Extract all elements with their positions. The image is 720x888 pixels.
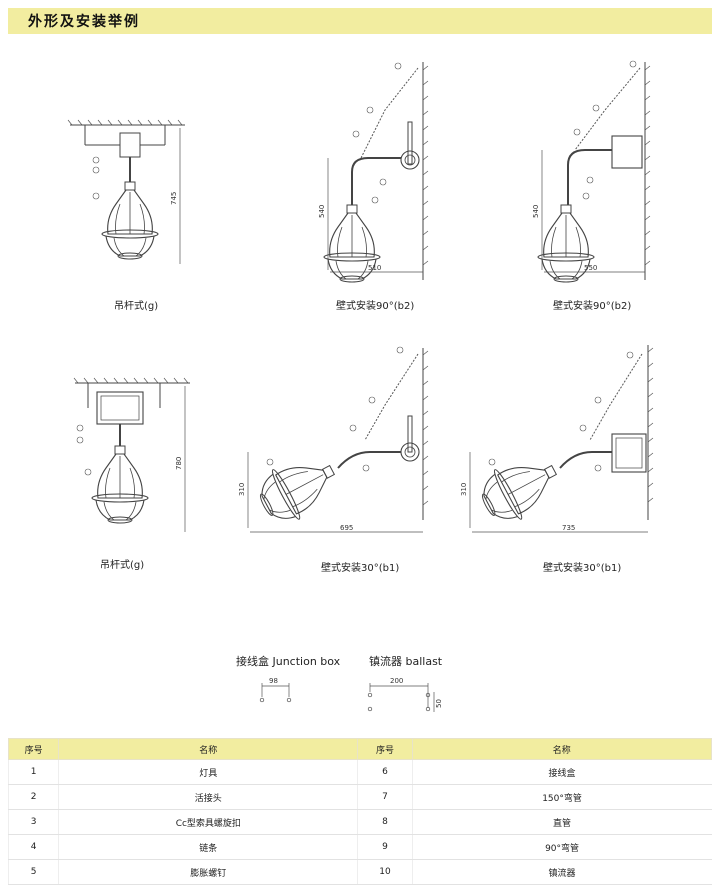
figure-wall-90-b2-1: 540 510 (318, 62, 429, 283)
caption-pendant-g-2: 吊杆式(g) (100, 560, 145, 571)
cell-name: 90°弯管 (411, 834, 712, 860)
dim-735: 735 (562, 524, 575, 532)
caption-wall-30-b1-2: 壁式安装30°(b1) (543, 563, 622, 574)
dim-310-a: 310 (238, 483, 246, 496)
cell-name: 150°弯管 (411, 784, 712, 810)
junction-box-label: 接线盒 Junction box (236, 655, 341, 668)
dim-98: 98 (269, 677, 278, 685)
cell-name: 灯具 (58, 759, 358, 785)
caption-wall-90-b2-1: 壁式安装90°(b2) (336, 301, 415, 312)
header-name-2: 名称 (411, 738, 713, 760)
cell-no: 5 (7, 859, 59, 885)
cell-no: 2 (7, 784, 59, 810)
dim-540-b: 540 (532, 205, 540, 218)
cell-no: 3 (7, 809, 59, 835)
dim-310-b: 310 (460, 483, 468, 496)
dim-200: 200 (390, 677, 403, 685)
cell-name: 链条 (58, 834, 358, 860)
cell-no: 9 (357, 834, 413, 860)
cell-name: 接线盒 (411, 759, 712, 785)
junction-box-hole-diagram: 98 (259, 677, 292, 703)
dim-780: 780 (175, 457, 183, 470)
ballast-hole-diagram: 200 50 (367, 677, 443, 712)
cell-no: 7 (357, 784, 413, 810)
parts-table: 序号 名称 序号 名称 1 灯具 6 接线盒 2 活接头 7 150°弯管 3 … (7, 738, 713, 885)
dim-745: 745 (170, 192, 178, 205)
caption-pendant-g-1: 吊杆式(g) (114, 301, 159, 312)
table-header-row: 序号 名称 序号 名称 (7, 738, 713, 760)
cell-no: 1 (7, 759, 59, 785)
dim-695: 695 (340, 524, 353, 532)
table-row: 2 活接头 7 150°弯管 (7, 784, 712, 810)
dim-50: 50 (435, 699, 443, 708)
table-row: 4 链条 9 90°弯管 (7, 834, 712, 860)
figure-pendant-g-2: 780 (73, 377, 190, 532)
cell-name: 直管 (411, 809, 712, 835)
cell-name: 活接头 (58, 784, 358, 810)
cell-name: 膨胀螺钉 (58, 859, 358, 885)
ballast-label: 镇流器 ballast (369, 655, 443, 668)
header-no-2: 序号 (357, 738, 413, 760)
cell-no: 10 (357, 859, 413, 885)
figure-pendant-g-1: 745 (67, 119, 185, 264)
table-row: 1 灯具 6 接线盒 (7, 759, 712, 785)
figure-wall-30-b1-2: 310 735 (460, 345, 654, 533)
installation-drawings: 745 540 510 540 550 (67, 60, 654, 712)
dim-540-a: 540 (318, 205, 326, 218)
cell-name: 镇流器 (411, 859, 712, 885)
dim-550: 550 (584, 264, 597, 272)
caption-wall-30-b1-1: 壁式安装30°(b1) (321, 563, 400, 574)
dim-510: 510 (368, 264, 381, 272)
header-name-1: 名称 (58, 738, 359, 760)
cell-no: 6 (357, 759, 413, 785)
cell-no: 4 (7, 834, 59, 860)
section-title: 外形及安装举例 (28, 14, 140, 30)
cell-no: 8 (357, 809, 413, 835)
caption-wall-90-b2-2: 壁式安装90°(b2) (553, 301, 632, 312)
header-no-1: 序号 (7, 738, 60, 760)
table-row: 3 Cc型索具螺旋扣 8 直管 (7, 809, 712, 835)
section-header-bar (8, 8, 712, 34)
table-row: 5 膨胀螺钉 10 镇流器 (7, 859, 712, 885)
figure-wall-90-b2-2: 540 550 (532, 60, 651, 283)
figure-wall-30-b1-1: 310 695 (238, 346, 429, 533)
cell-name: Cc型索具螺旋扣 (58, 809, 358, 835)
